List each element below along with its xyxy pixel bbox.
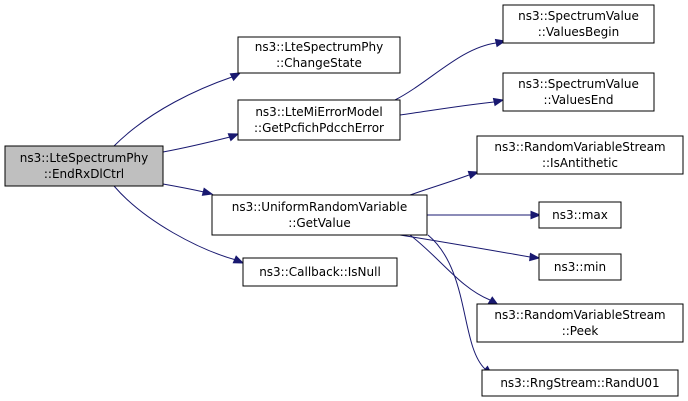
node-label-line: ns3::RandomVariableStream (494, 308, 665, 322)
node-min[interactable]: ns3::min (538, 253, 622, 281)
node-label-line: ns3::SpectrumValue (518, 9, 639, 23)
node-label-line: ns3::RandomVariableStream (494, 140, 665, 154)
node-label-line: ns3::Callback::IsNull (259, 265, 381, 279)
edge-uniform_getvalue-to-max (427, 210, 542, 220)
node-label-line: ::GetPcfichPdcchError (254, 121, 384, 135)
call-edges (113, 38, 542, 376)
node-label-line: ns3::UniformRandomVariable (232, 200, 408, 214)
node-isnull[interactable]: ns3::Callback::IsNull (242, 257, 398, 287)
node-label-line: ns3::LteMiErrorModel (255, 105, 382, 119)
edge-pcfich-to-values_begin (394, 38, 507, 101)
node-pcfich[interactable]: ns3::LteMiErrorModel::GetPcfichPdcchErro… (237, 99, 401, 141)
edge-root-to-isnull (113, 185, 245, 264)
node-label-line: ::ValuesBegin (538, 25, 619, 39)
node-label-line: ns3::LteSpectrumPhy (20, 151, 148, 165)
node-label-line: ::ChangeState (276, 56, 362, 70)
edge-root-to-uniform_getvalue (162, 183, 214, 196)
node-label-line: ns3::SpectrumValue (518, 77, 639, 91)
call-nodes: ns3::LteSpectrumPhy::EndRxDlCtrlns3::Lte… (4, 4, 684, 397)
node-label-line: ::EndRxDlCtrl (44, 167, 124, 181)
node-uniform-getvalue[interactable]: ns3::UniformRandomVariable::GetValue (211, 194, 428, 236)
node-label-line: ns3::LteSpectrumPhy (255, 40, 383, 54)
node-label-line: ::GetValue (288, 216, 350, 230)
edge-uniform_getvalue-to-peek (409, 234, 500, 306)
node-label-line: ::ValuesEnd (543, 93, 613, 107)
edge-uniform_getvalue-to-min (399, 234, 541, 262)
edge-uniform_getvalue-to-is_antithetic (409, 170, 480, 196)
node-peek[interactable]: ns3::RandomVariableStream::Peek (476, 303, 684, 343)
node-label-line: ns3::RngStream::RandU01 (500, 376, 659, 390)
node-label-line: ::IsAntithetic (542, 156, 618, 170)
node-randu01[interactable]: ns3::RngStream::RandU01 (481, 369, 679, 397)
node-label-line: ns3::max (552, 208, 608, 222)
node-root[interactable]: ns3::LteSpectrumPhy::EndRxDlCtrl (4, 145, 164, 187)
node-label-line: ns3::min (554, 260, 606, 274)
edge-root-to-change_state (113, 72, 242, 147)
node-change-state[interactable]: ns3::LteSpectrumPhy::ChangeState (237, 36, 401, 74)
node-values-end[interactable]: ns3::SpectrumValue::ValuesEnd (502, 72, 655, 112)
node-max[interactable]: ns3::max (538, 201, 622, 229)
node-label-line: ::Peek (562, 324, 599, 338)
edge-root-to-pcfich (162, 133, 240, 153)
edge-pcfich-to-values_end (399, 97, 505, 116)
node-is-antithetic[interactable]: ns3::RandomVariableStream::IsAntithetic (476, 135, 684, 175)
node-values-begin[interactable]: ns3::SpectrumValue::ValuesBegin (502, 4, 655, 44)
